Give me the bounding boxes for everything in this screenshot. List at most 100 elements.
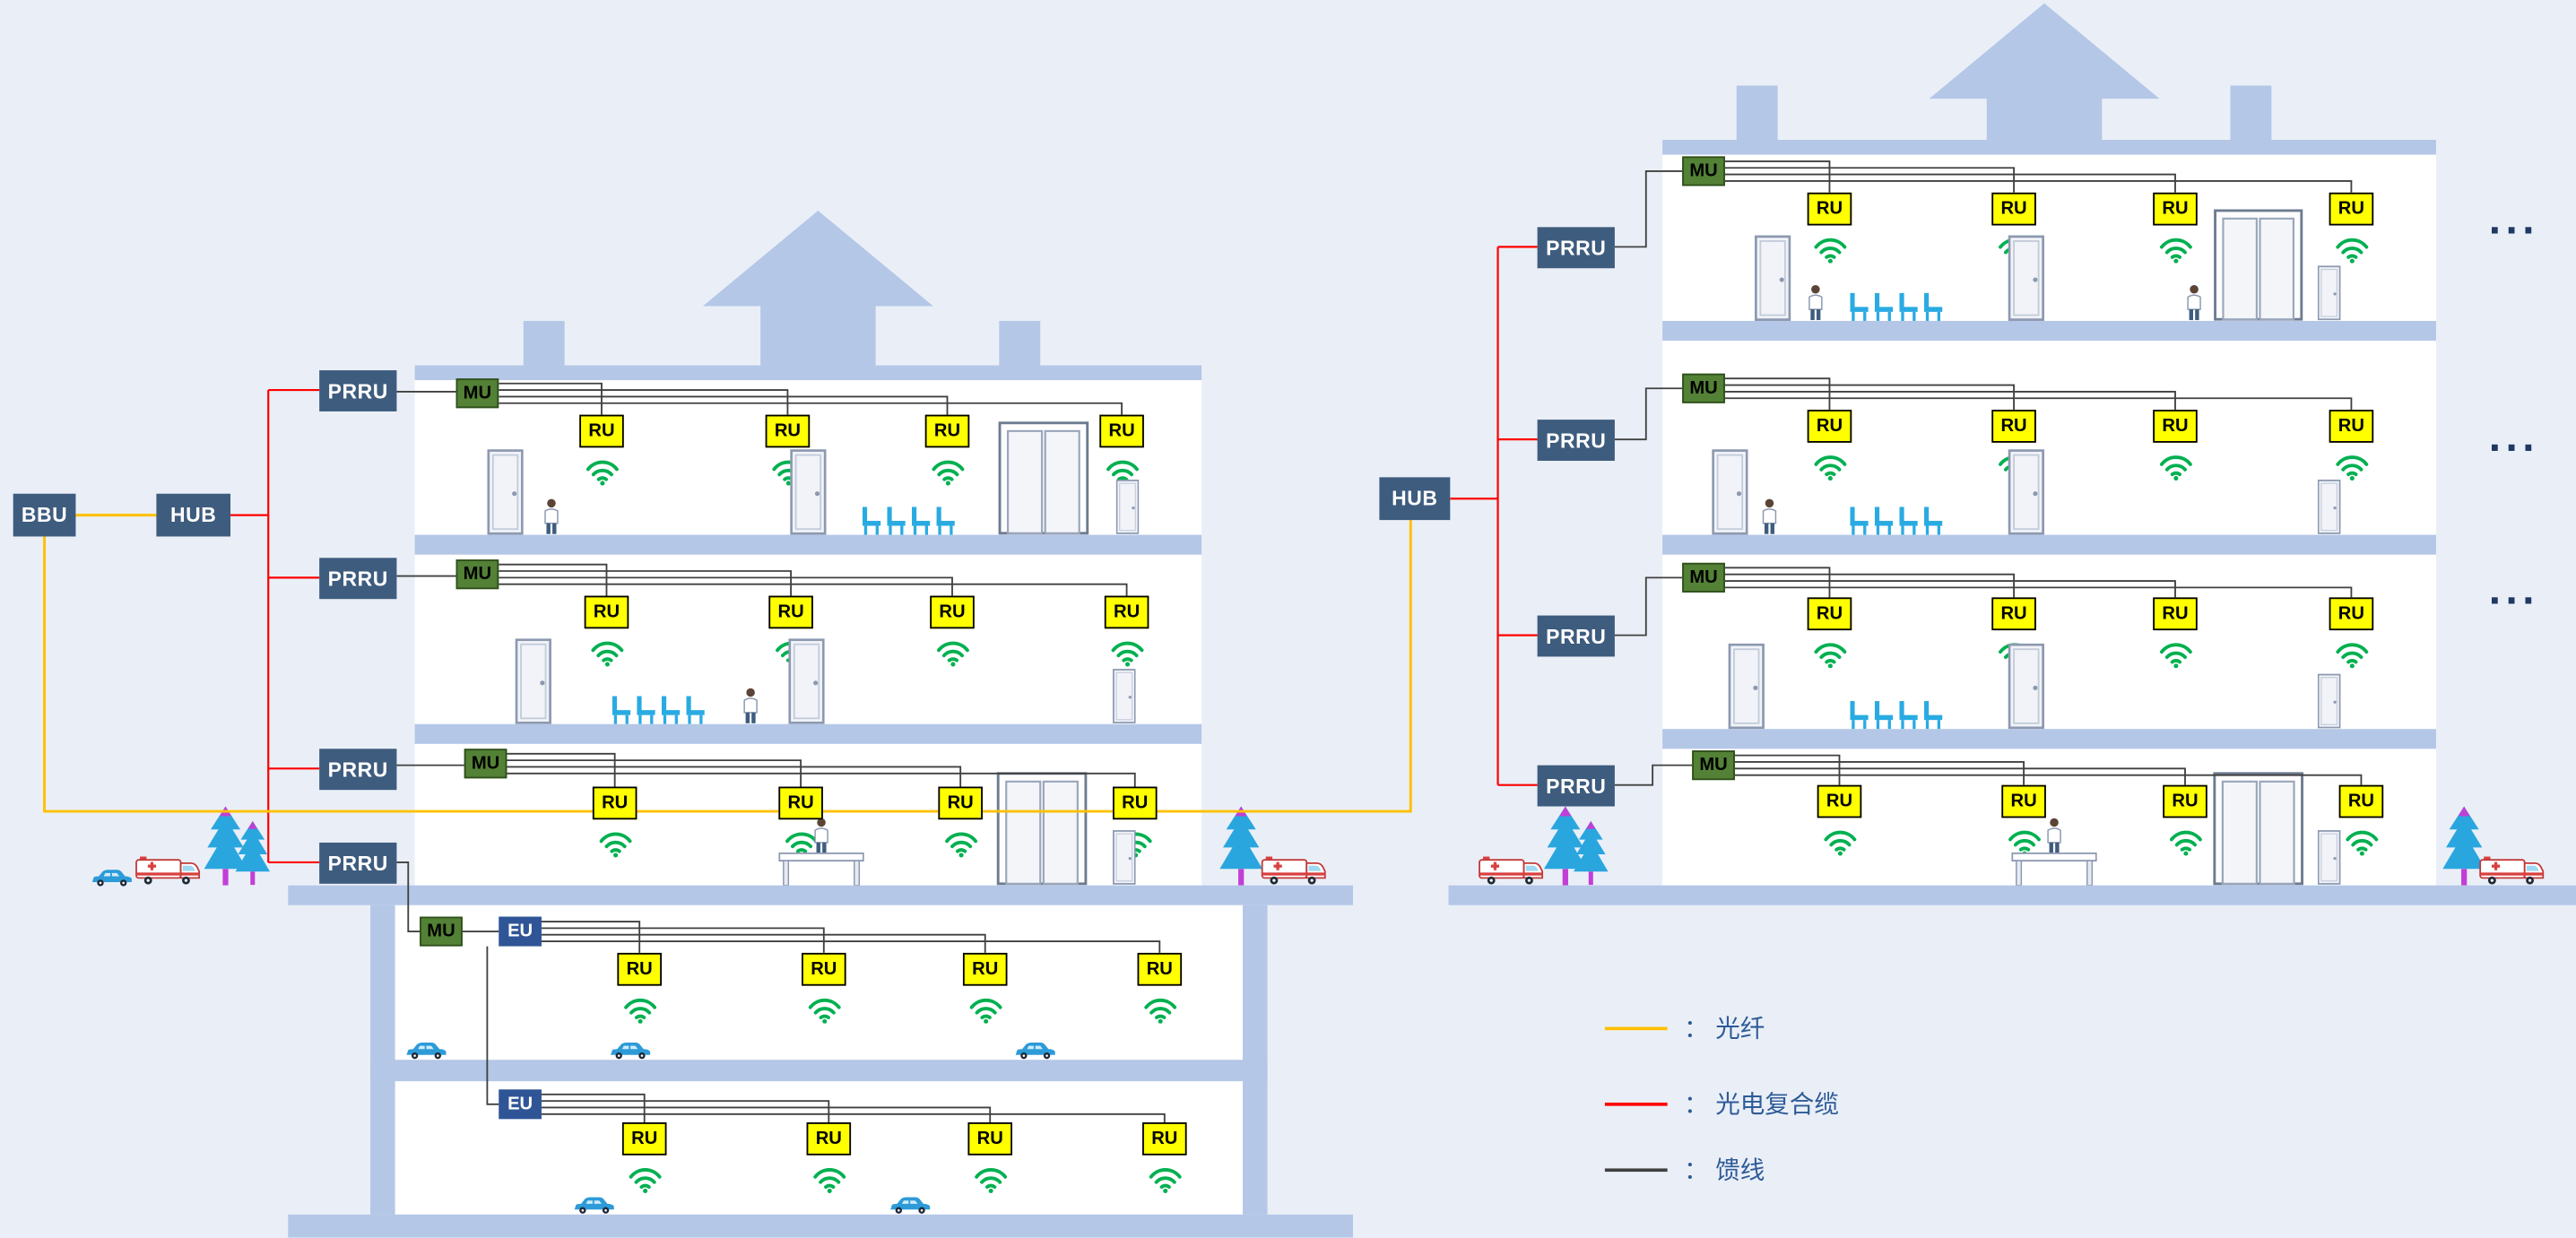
ru-box: RU	[1104, 595, 1149, 629]
wifi-signal-icon	[1811, 640, 1847, 668]
fiber-legend-label: ： 光纤	[1684, 1015, 1765, 1043]
prru-left-4: PRRU	[319, 842, 397, 884]
ru-box: RU	[2329, 192, 2374, 226]
ru-box: RU	[1807, 192, 1852, 226]
ru-box: RU	[768, 595, 813, 629]
car-icon	[91, 867, 134, 887]
prru-right-4: PRRU	[1537, 765, 1615, 807]
prru-right-3: PRRU	[1537, 615, 1615, 657]
continuation-ellipsis: ...	[2488, 564, 2540, 614]
chairs-icon	[863, 506, 961, 534]
ru-box: RU	[930, 595, 975, 629]
ru-box: RU	[2338, 784, 2384, 818]
wifi-signal-icon	[2157, 640, 2193, 668]
desk-icon	[2011, 853, 2096, 886]
mu-box-2: MU	[455, 559, 499, 590]
door-icon	[1113, 829, 1136, 885]
wifi-signal-icon	[967, 996, 1003, 1024]
ru-box: RU	[617, 952, 662, 986]
amb-icon	[135, 854, 201, 886]
right-slab-2	[1662, 534, 2436, 555]
wifi-signal-icon	[806, 996, 842, 1024]
ru-box: RU	[1099, 414, 1144, 448]
mu-box-6: MU	[1682, 373, 1725, 403]
door-icon	[2008, 236, 2044, 321]
ru-box: RU	[802, 952, 846, 986]
continuation-ellipsis: ...	[2488, 194, 2540, 244]
wifi-signal-icon	[929, 457, 965, 485]
door-icon	[1755, 236, 1791, 321]
ru-box: RU	[765, 414, 811, 448]
right-ground-slab	[1448, 885, 2576, 905]
right-slab-3	[1662, 729, 2436, 749]
door-icon	[1113, 668, 1136, 723]
continuation-ellipsis: ...	[2488, 411, 2540, 462]
chairs-icon	[1850, 701, 1948, 729]
ru-box: RU	[1991, 597, 2036, 631]
amb-icon	[1261, 854, 1326, 886]
ru-box: RU	[2153, 192, 2198, 226]
door-icon	[2008, 644, 2044, 729]
ru-box: RU	[592, 786, 637, 820]
lift-icon	[996, 772, 1089, 886]
wifi-signal-icon	[2333, 236, 2369, 264]
wifi-signal-icon	[2343, 827, 2379, 855]
person-icon	[1761, 498, 1777, 534]
wifi-signal-icon	[2333, 640, 2369, 668]
basement-mid-slab	[370, 1060, 1268, 1082]
composite-cable-line-icon	[1604, 1102, 1668, 1105]
basement-bottom-slab	[288, 1214, 1354, 1238]
ru-box: RU	[2329, 410, 2374, 443]
ru-box: RU	[1142, 1122, 1187, 1156]
wifi-signal-icon	[596, 829, 632, 857]
left-slab-1	[414, 534, 1202, 555]
mu-box-5: MU	[1682, 156, 1725, 186]
hub-left-box: HUB	[156, 493, 231, 537]
ru-box: RU	[1991, 192, 2036, 226]
door-icon	[790, 449, 826, 534]
door-icon	[2008, 449, 2044, 534]
prru-left-3: PRRU	[319, 749, 397, 791]
car-icon	[889, 1195, 932, 1215]
lift-icon	[2212, 772, 2304, 886]
wifi-signal-icon	[1108, 638, 1144, 666]
ru-box: RU	[806, 1122, 852, 1156]
feeder-line-icon	[1604, 1167, 1668, 1172]
wifi-signal-icon	[811, 1165, 846, 1193]
mu-box-7: MU	[1682, 562, 1725, 593]
mu-box-8: MU	[1692, 750, 1735, 781]
door-icon	[2318, 479, 2341, 534]
wifi-signal-icon	[1141, 996, 1177, 1024]
ru-box: RU	[967, 1122, 1013, 1156]
chairs-icon	[1850, 293, 1948, 321]
legend-item-fiber: ： 光纤	[1604, 1010, 1765, 1045]
car-icon	[405, 1040, 448, 1060]
ru-box: RU	[579, 414, 624, 448]
prru-right-2: PRRU	[1537, 420, 1615, 462]
ru-box: RU	[2163, 784, 2207, 818]
amb-icon	[2479, 854, 2545, 886]
right-top-slab	[1662, 140, 2436, 155]
ru-box: RU	[1112, 786, 1158, 820]
left-roof-icon	[523, 210, 1041, 366]
prru-left-1: PRRU	[319, 370, 397, 411]
wifi-signal-icon	[934, 638, 970, 666]
bbu-box: BBU	[13, 493, 76, 537]
ru-box: RU	[621, 1122, 667, 1156]
legend-item-feeder: ： 馈线	[1604, 1152, 1765, 1187]
wifi-signal-icon	[584, 457, 620, 485]
car-icon	[1014, 1040, 1057, 1060]
car-icon	[573, 1195, 616, 1215]
person-icon	[742, 688, 759, 723]
wifi-signal-icon	[2333, 453, 2369, 480]
right-slab-1	[1662, 320, 2436, 342]
person-icon	[543, 498, 559, 534]
feeder-legend-label: ： 馈线	[1684, 1156, 1765, 1185]
ru-box: RU	[2153, 597, 2198, 631]
door-icon	[516, 638, 551, 723]
left-slab-2	[414, 723, 1202, 744]
ru-box: RU	[938, 786, 983, 820]
mu-box-1: MU	[455, 378, 499, 409]
chairs-icon	[612, 697, 711, 724]
